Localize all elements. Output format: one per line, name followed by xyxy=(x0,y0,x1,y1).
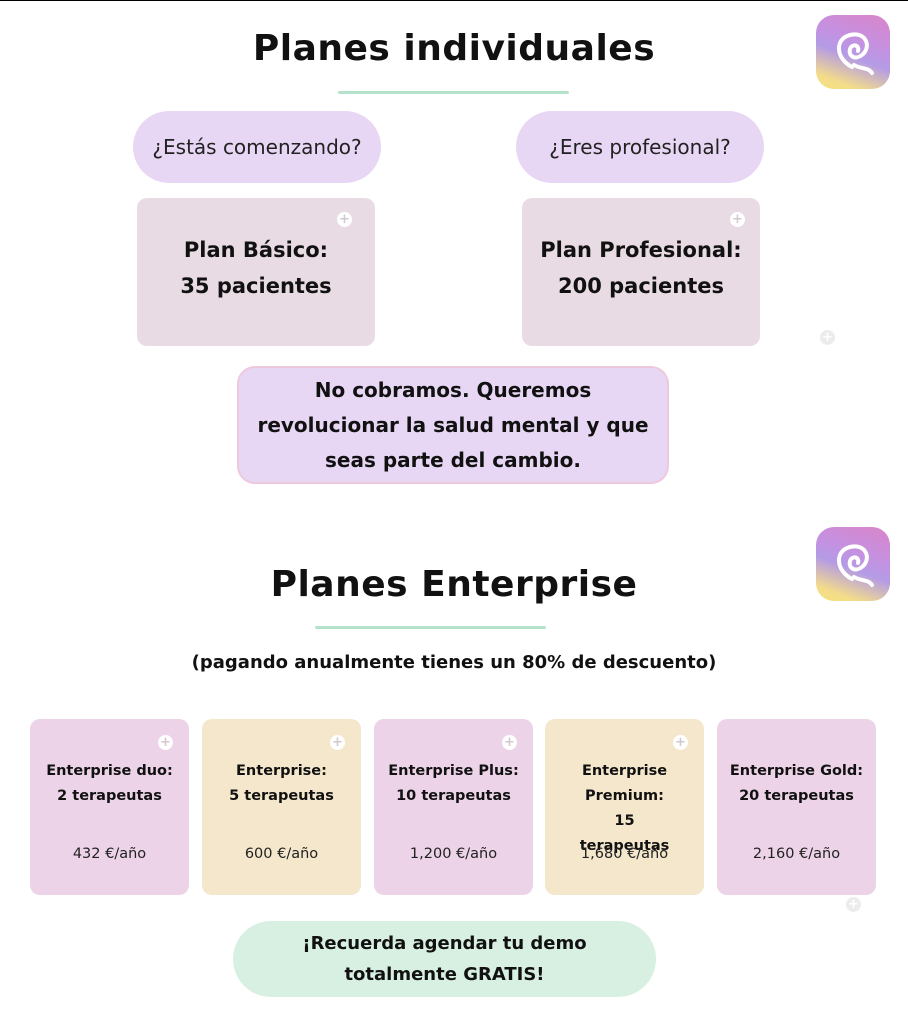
basic-plan-card[interactable]: Plan Básico: 35 pacientes xyxy=(137,198,375,346)
plan-seats: 10 terapeutas xyxy=(396,788,511,804)
plan-seats: 20 terapeutas xyxy=(739,788,854,804)
basic-plan-detail: 35 pacientes xyxy=(180,274,332,298)
plan-price: 1,680 €/año xyxy=(580,846,669,862)
plus-icon[interactable]: + xyxy=(673,735,688,750)
plan-name: Enterprise Gold: 20 terapeutas xyxy=(717,759,876,809)
plan-name: Enterprise Plus: 10 terapeutas xyxy=(374,759,533,809)
enterprise-premium-card[interactable]: + Enterprise Premium: 15 terapeutas 1,68… xyxy=(545,719,704,895)
professional-question-pill: ¿Eres profesional? xyxy=(516,111,764,183)
plan-seats: 5 terapeutas xyxy=(229,788,334,804)
plan-price: 2,160 €/año xyxy=(752,846,841,862)
enterprise-plus-card[interactable]: + Enterprise Plus: 10 terapeutas 1,200 €… xyxy=(374,719,533,895)
starting-question-pill: ¿Estás comenzando? xyxy=(133,111,381,183)
plan-name-line: Enterprise duo: xyxy=(46,763,173,779)
plan-name-line: Enterprise Plus: xyxy=(388,763,519,779)
plan-price: 432 €/año xyxy=(72,846,147,862)
annual-discount-note: (pagando anualmente tienes un 80% de des… xyxy=(191,652,717,673)
pro-plan-card[interactable]: Plan Profesional: 200 pacientes xyxy=(522,198,760,346)
plan-name: Enterprise duo: 2 terapeutas xyxy=(30,759,189,809)
enterprise-gold-card[interactable]: Enterprise Gold: 20 terapeutas 2,160 €/a… xyxy=(717,719,876,895)
plus-icon[interactable]: + xyxy=(158,735,173,750)
plan-seats: 15 terapeutas xyxy=(579,813,670,854)
plan-name: Enterprise Premium: 15 terapeutas xyxy=(545,759,704,859)
title-underline xyxy=(315,626,546,629)
enterprise-card[interactable]: + Enterprise: 5 terapeutas 600 €/año xyxy=(202,719,361,895)
plus-icon[interactable]: + xyxy=(820,330,835,345)
plan-price: 1,200 €/año xyxy=(409,846,498,862)
plan-name: Enterprise: 5 terapeutas xyxy=(202,759,361,809)
plan-name-line: Enterprise: xyxy=(236,763,327,779)
enterprise-plans-title: Planes Enterprise xyxy=(270,564,638,605)
plus-icon[interactable]: + xyxy=(330,735,345,750)
enterprise-duo-card[interactable]: + Enterprise duo: 2 terapeutas 432 €/año xyxy=(30,719,189,895)
plan-seats: 2 terapeutas xyxy=(57,788,162,804)
demo-cta-banner[interactable]: ¡Recuerda agendar tu demo totalmente GRA… xyxy=(233,921,656,997)
individual-plans-title: Planes individuales xyxy=(252,28,656,69)
pro-plan-name: Plan Profesional: xyxy=(540,238,742,262)
app-logo-icon xyxy=(816,15,890,89)
plus-icon[interactable]: + xyxy=(846,897,861,912)
top-border xyxy=(0,0,908,1)
title-underline xyxy=(338,91,569,94)
plan-name-line: Enterprise Premium: xyxy=(581,763,668,804)
plan-price: 600 €/año xyxy=(244,846,319,862)
plus-icon[interactable]: + xyxy=(502,735,517,750)
free-note-box: No cobramos. Queremos revolucionar la sa… xyxy=(237,366,669,484)
plan-name-line: Enterprise Gold: xyxy=(729,763,864,779)
pro-plan-detail: 200 pacientes xyxy=(558,274,724,298)
plus-icon[interactable]: + xyxy=(337,212,352,227)
plus-icon[interactable]: + xyxy=(730,212,745,227)
app-logo-icon xyxy=(816,527,890,601)
basic-plan-name: Plan Básico: xyxy=(183,238,329,262)
